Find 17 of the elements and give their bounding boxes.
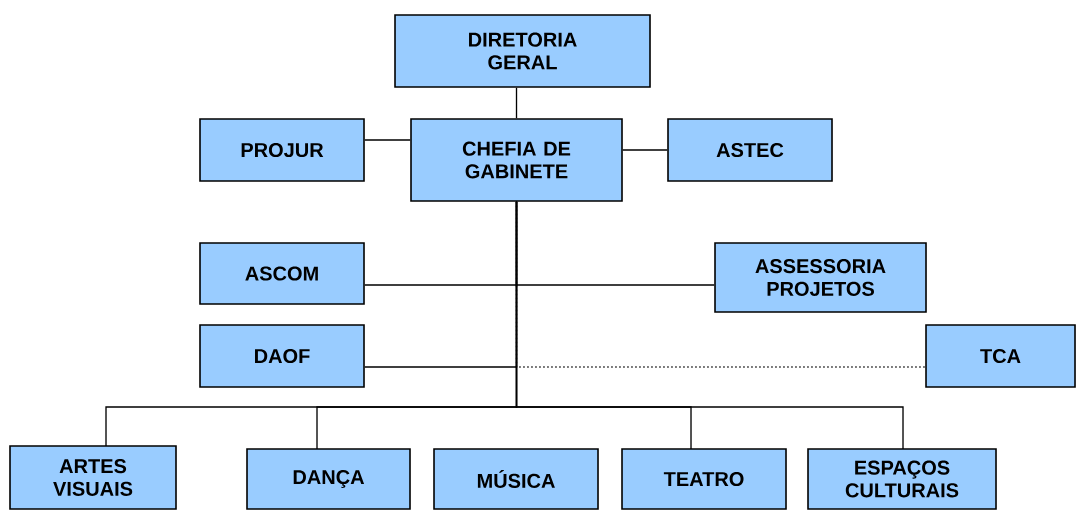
org-box: MÚSICA	[433, 448, 599, 510]
org-box: ASTEC	[667, 118, 833, 182]
org-box: DIRETORIA GERAL	[394, 14, 651, 88]
connector-line	[515, 87, 518, 119]
connector-line	[515, 201, 904, 450]
connector-line	[622, 149, 668, 151]
org-box: DAOF	[199, 324, 365, 388]
org-box: ARTES VISUAIS	[9, 445, 177, 510]
org-box: ASCOM	[199, 242, 365, 305]
org-box: TCA	[925, 324, 1076, 388]
org-box: PROJUR	[199, 118, 365, 182]
org-box: TEATRO	[621, 448, 787, 510]
connector-line	[364, 139, 411, 141]
org-box: ASSESSORIA PROJETOS	[714, 242, 927, 313]
org-box: ESPAÇOS CULTURAIS	[807, 448, 997, 510]
org-box: DANÇA	[246, 448, 411, 510]
org-box: CHEFIA DE GABINETE	[410, 118, 623, 202]
